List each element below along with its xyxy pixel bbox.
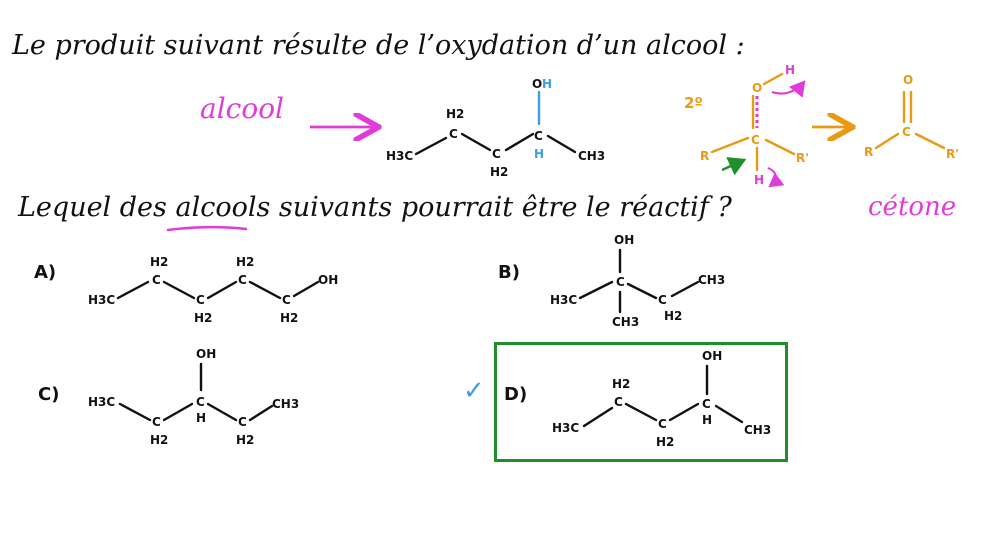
option-b-label[interactable]: B) (498, 262, 520, 283)
option-c-label[interactable]: C) (38, 384, 60, 405)
atom-r-prime: R' (796, 151, 809, 165)
atom-oh: OH (702, 349, 722, 363)
atom-h2: H2 (664, 309, 682, 323)
atom-c: C (152, 415, 161, 429)
atom-h2: H2 (236, 255, 254, 269)
alcool-label: alcool (200, 92, 284, 125)
atom-c: C (616, 275, 625, 289)
atom-h-bottom: H (754, 173, 764, 187)
atom-c: C (238, 273, 247, 287)
green-arrow-icon (721, 157, 747, 176)
electron-arrow-icon (771, 80, 806, 98)
atom-ch3: CH3 (744, 423, 771, 437)
atom-c: C (492, 147, 501, 161)
atom-h2: H2 (150, 255, 168, 269)
atom-ch3: CH3 (612, 315, 639, 329)
atom-h-blue: H (542, 77, 552, 91)
atom-c: C (196, 395, 205, 409)
atom-h2: H2 (194, 311, 212, 325)
correct-check-icon: ✓ (463, 376, 485, 406)
cetone-label: cétone (868, 192, 957, 222)
molecule-option-c: H3C C H2 OH C H C H2 CH3 (88, 347, 299, 447)
atom-h2: H2 (280, 311, 298, 325)
atom-ch3: CH3 (272, 397, 299, 411)
answer-highlight-box (494, 342, 788, 462)
molecule-option-d: H3C H2 C C H2 OH C H CH3 (552, 349, 771, 449)
oxidation-mechanism: 2º R C O H R' H O C R R' (684, 63, 959, 188)
atom-h: H (196, 411, 206, 425)
atom-h-top: H (785, 63, 795, 77)
atom-c: C (658, 417, 667, 431)
atom-oh: OH (318, 273, 338, 287)
molecule-option-a: H3C H2 C C H2 H2 C C H2 OH (88, 255, 338, 325)
atom-c: C (152, 273, 161, 287)
atom-h3c: H3C (88, 293, 115, 307)
alcools-underline (166, 225, 248, 232)
atom-h2: H2 (656, 435, 674, 449)
atom-o-ketone: O (903, 73, 913, 87)
question-text: Lequel des alcools suivants pourrait êtr… (18, 192, 732, 223)
atom-c: C (238, 415, 247, 429)
atom-c: C (282, 293, 291, 307)
atom-oh: OH (614, 233, 634, 247)
atom-h3c: H3C (552, 421, 579, 435)
atom-h3c: H3C (88, 395, 115, 409)
atom-h3c: H3C (386, 149, 413, 163)
atom-r: R (700, 149, 709, 163)
atom-h: H (534, 147, 544, 161)
atom-h2: H2 (446, 107, 464, 121)
atom-h2: H2 (150, 433, 168, 447)
atom-r: R (864, 145, 873, 159)
atom-c: C (614, 395, 623, 409)
option-d-label[interactable]: D) (504, 384, 528, 405)
atom-c: C (449, 127, 458, 141)
molecule-option-b: OH C H3C CH3 C H2 CH3 (550, 233, 725, 329)
atom-c: C (702, 397, 711, 411)
atom-c: C (658, 293, 667, 307)
atom-o: O (532, 77, 542, 91)
curved-arrow-icon (767, 167, 785, 188)
atom-h3c: H3C (550, 293, 577, 307)
atom-oh: OH (196, 347, 216, 361)
page-title: Le produit suivant résulte de l’oxydatio… (12, 30, 745, 61)
atom-c: C (196, 293, 205, 307)
atom-ch3: CH3 (698, 273, 725, 287)
atom-c: C (534, 129, 543, 143)
atom-o: O (752, 81, 762, 95)
atom-ch3: CH3 (578, 149, 605, 163)
atom-h2: H2 (236, 433, 254, 447)
atom-c-ketone: C (902, 125, 911, 139)
atom-c-central: C (751, 133, 760, 147)
degree-label: 2º (684, 94, 703, 112)
atom-r-prime: R' (946, 147, 959, 161)
option-a-label[interactable]: A) (34, 262, 57, 283)
atom-h2: H2 (490, 165, 508, 179)
product-molecule: H3C H2 C C H2 C H O H CH3 (386, 77, 605, 179)
atom-h: H (702, 413, 712, 427)
atom-h2: H2 (612, 377, 630, 391)
